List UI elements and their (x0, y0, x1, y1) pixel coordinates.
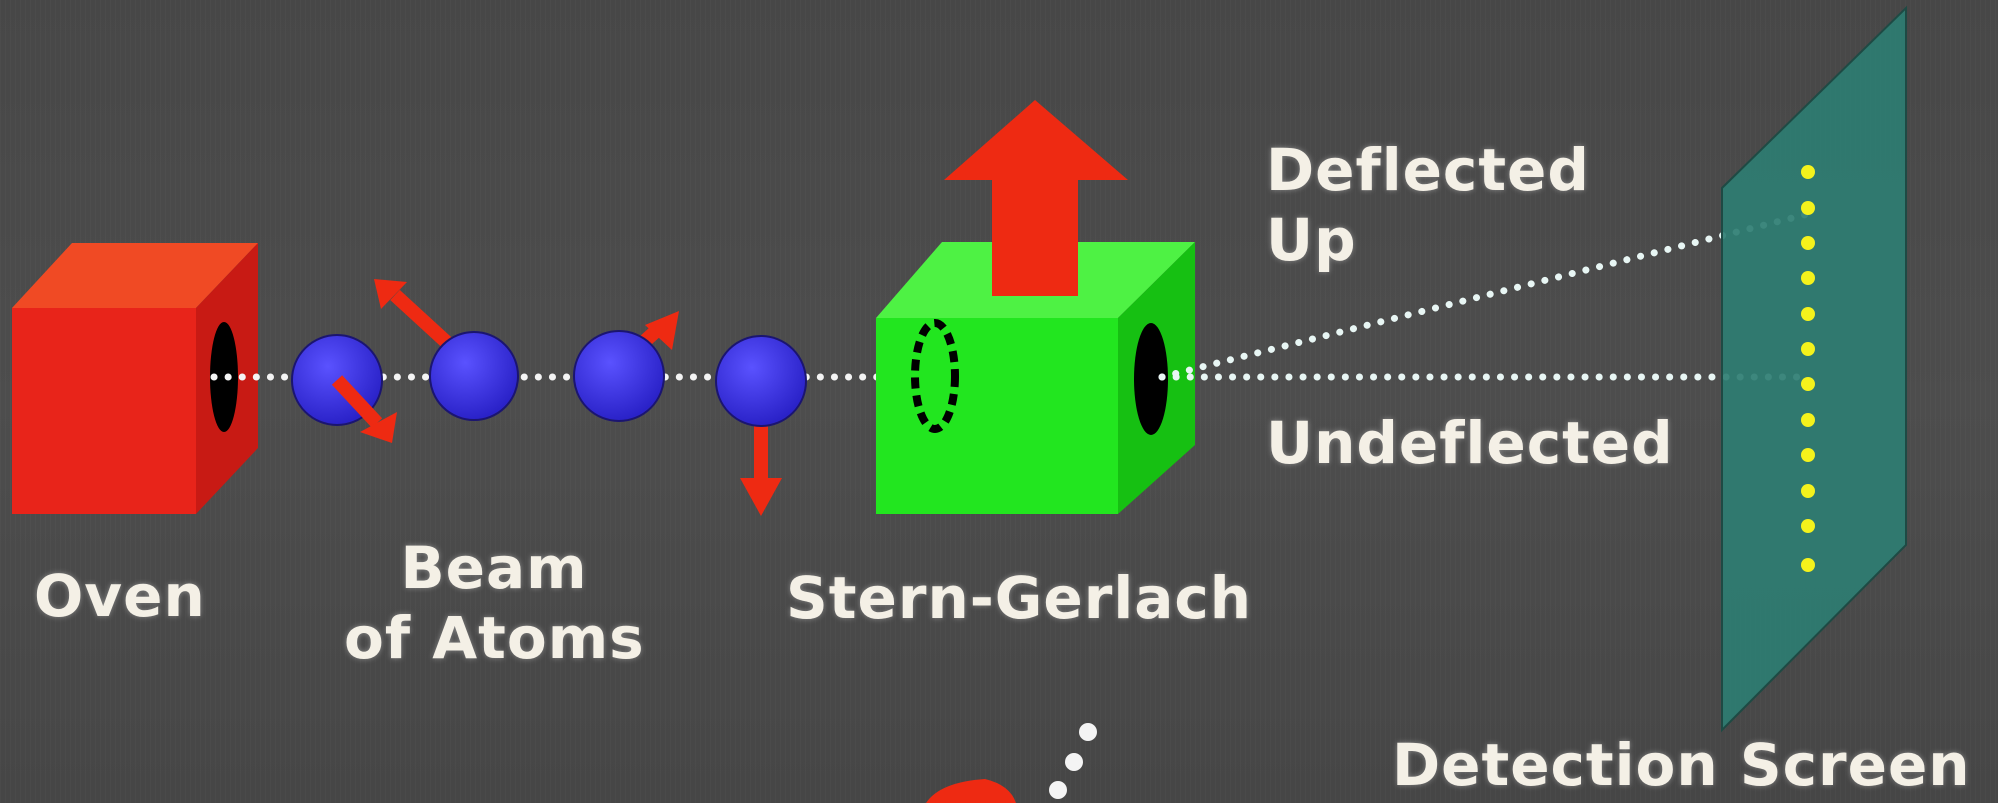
bottom-decoration (926, 723, 1097, 803)
atom-2 (374, 279, 519, 421)
atom-3 (573, 311, 679, 422)
exit-beams (1158, 209, 1816, 381)
deflected-label-line1: Deflected (1266, 136, 1590, 204)
atom-4 (715, 335, 807, 516)
screen-impact-dots (1801, 165, 1815, 572)
detection-screen-icon (1721, 5, 1907, 733)
detection-screen-label: Detection Screen (1392, 731, 1971, 799)
deflected-label-line2: Up (1266, 205, 1357, 274)
stern-gerlach-label: Stern-Gerlach (786, 564, 1253, 632)
beam-label-line1: Beam (400, 534, 588, 602)
atom-1 (291, 334, 397, 443)
oven-label: Oven (34, 562, 206, 630)
oven-icon (12, 243, 258, 514)
beam-label-line2: of Atoms (344, 603, 645, 672)
magnet-icon (876, 242, 1195, 514)
deflected-up-label: Deflected Up (1266, 136, 1590, 275)
undeflected-label: Undeflected (1266, 409, 1674, 477)
beam-of-atoms-label: Beam of Atoms (344, 534, 644, 673)
deflection-arrow-up-icon (944, 100, 1128, 296)
